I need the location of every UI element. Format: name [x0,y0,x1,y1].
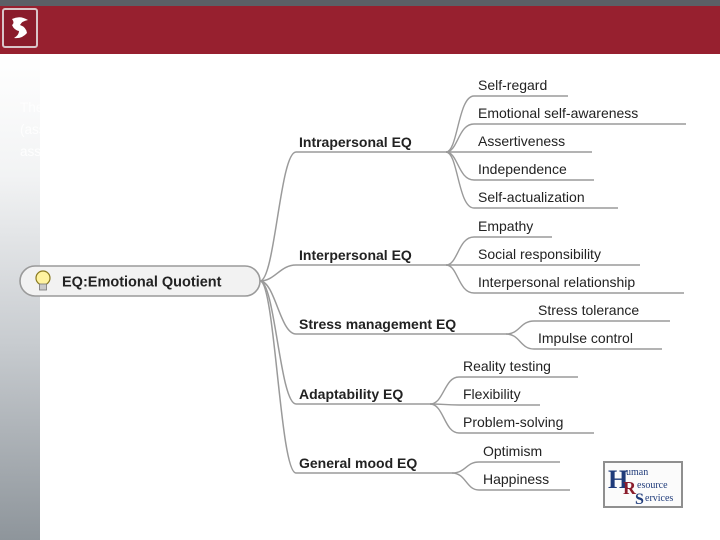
wsu-logo-icon [2,8,38,48]
leaf-optimism: Optimism [483,443,542,459]
branch-general-mood: General mood EQ Optimism Happiness [296,443,570,491]
header-banner [0,6,720,54]
branch-adaptability: Adaptability EQ Reality testing Flexibil… [296,358,594,434]
top-strip [0,0,720,6]
leaf-assertiveness: Assertiveness [478,133,565,149]
hrs-logo-line2: esource [637,480,668,491]
leaf-emotional-self-awareness: Emotional self-awareness [478,105,638,121]
leaf-stress-tolerance: Stress tolerance [538,302,639,318]
leaf-independence: Independence [478,161,567,177]
branch-label: Stress management EQ [299,316,456,332]
branch-label: Adaptability EQ [299,386,403,402]
branch-label: General mood EQ [299,455,417,471]
left-gradient-bar [0,54,40,540]
caption-line-2: (associated with the EQ-i [20,122,171,137]
leaf-social-responsibility: Social responsibility [478,246,601,262]
hrs-logo-h: H [608,465,628,494]
lightbulb-icon [35,270,51,291]
leaf-happiness: Happiness [483,471,549,487]
root-connectors [259,151,297,474]
leaf-impulse-control: Impulse control [538,330,633,346]
leaf-self-regard: Self-regard [478,77,547,93]
hrs-logo-line1: uman [626,467,648,478]
hrs-logo: H uman R esource S ervices [603,461,683,508]
branch-label: Interpersonal EQ [299,247,412,263]
leaf-interpersonal-relationship: Interpersonal relationship [478,274,635,290]
caption-line-1: The Bar-On model [20,100,132,115]
leaf-reality-testing: Reality testing [463,358,551,374]
leaf-problem-solving: Problem-solving [463,414,563,430]
hrs-logo-r: R [623,478,637,498]
leaf-empathy: Empathy [478,218,533,234]
hrs-logo-line3: ervices [645,493,673,504]
root-node: EQ:Emotional Quotient [19,265,261,297]
slide-caption: The Bar-On model (associated with the EQ… [20,97,250,163]
branch-stress-management: Stress management EQ Stress tolerance Im… [296,302,670,350]
leaf-self-actualization: Self-actualization [478,189,585,205]
leaf-flexibility: Flexibility [463,386,521,402]
root-label: EQ:Emotional Quotient [62,275,222,291]
branch-interpersonal: Interpersonal EQ Empathy Social responsi… [296,218,684,294]
caption-line-3: assessment) [20,144,97,159]
hrs-logo-s: S [635,491,644,506]
branch-label: Intrapersonal EQ [299,134,412,150]
branch-intrapersonal: Intrapersonal EQ Self-regard Emotional s… [296,77,686,209]
